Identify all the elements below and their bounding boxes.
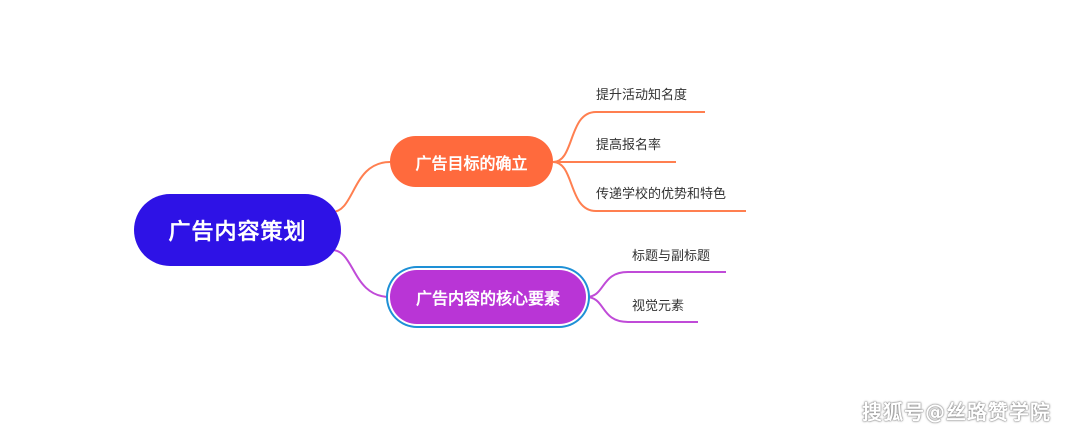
connector-branch1-leaf3 (552, 161, 746, 212)
leaf-node[interactable]: 视觉元素 (632, 299, 685, 314)
connector-branch1-leaf1 (552, 111, 705, 163)
leaf-node[interactable]: 传递学校的优势和特色 (596, 187, 727, 202)
leaf-node[interactable]: 提升活动知名度 (596, 88, 688, 103)
connector-root-branch1 (331, 161, 391, 213)
leaf-node[interactable]: 提高报名率 (596, 138, 662, 153)
connector-branch2-leaf1 (585, 271, 726, 298)
root-node[interactable]: 广告内容策划 (134, 194, 341, 266)
watermark: 搜狐号@丝路赞学院 (862, 400, 1051, 424)
leaf-node[interactable]: 标题与副标题 (632, 249, 711, 264)
connector-branch2-leaf2 (585, 296, 698, 323)
branch-node-ad-goal[interactable]: 广告目标的确立 (390, 136, 553, 187)
connector-root-branch2 (331, 249, 391, 298)
branch-node-core-elements[interactable]: 广告内容的核心要素 (390, 270, 586, 324)
